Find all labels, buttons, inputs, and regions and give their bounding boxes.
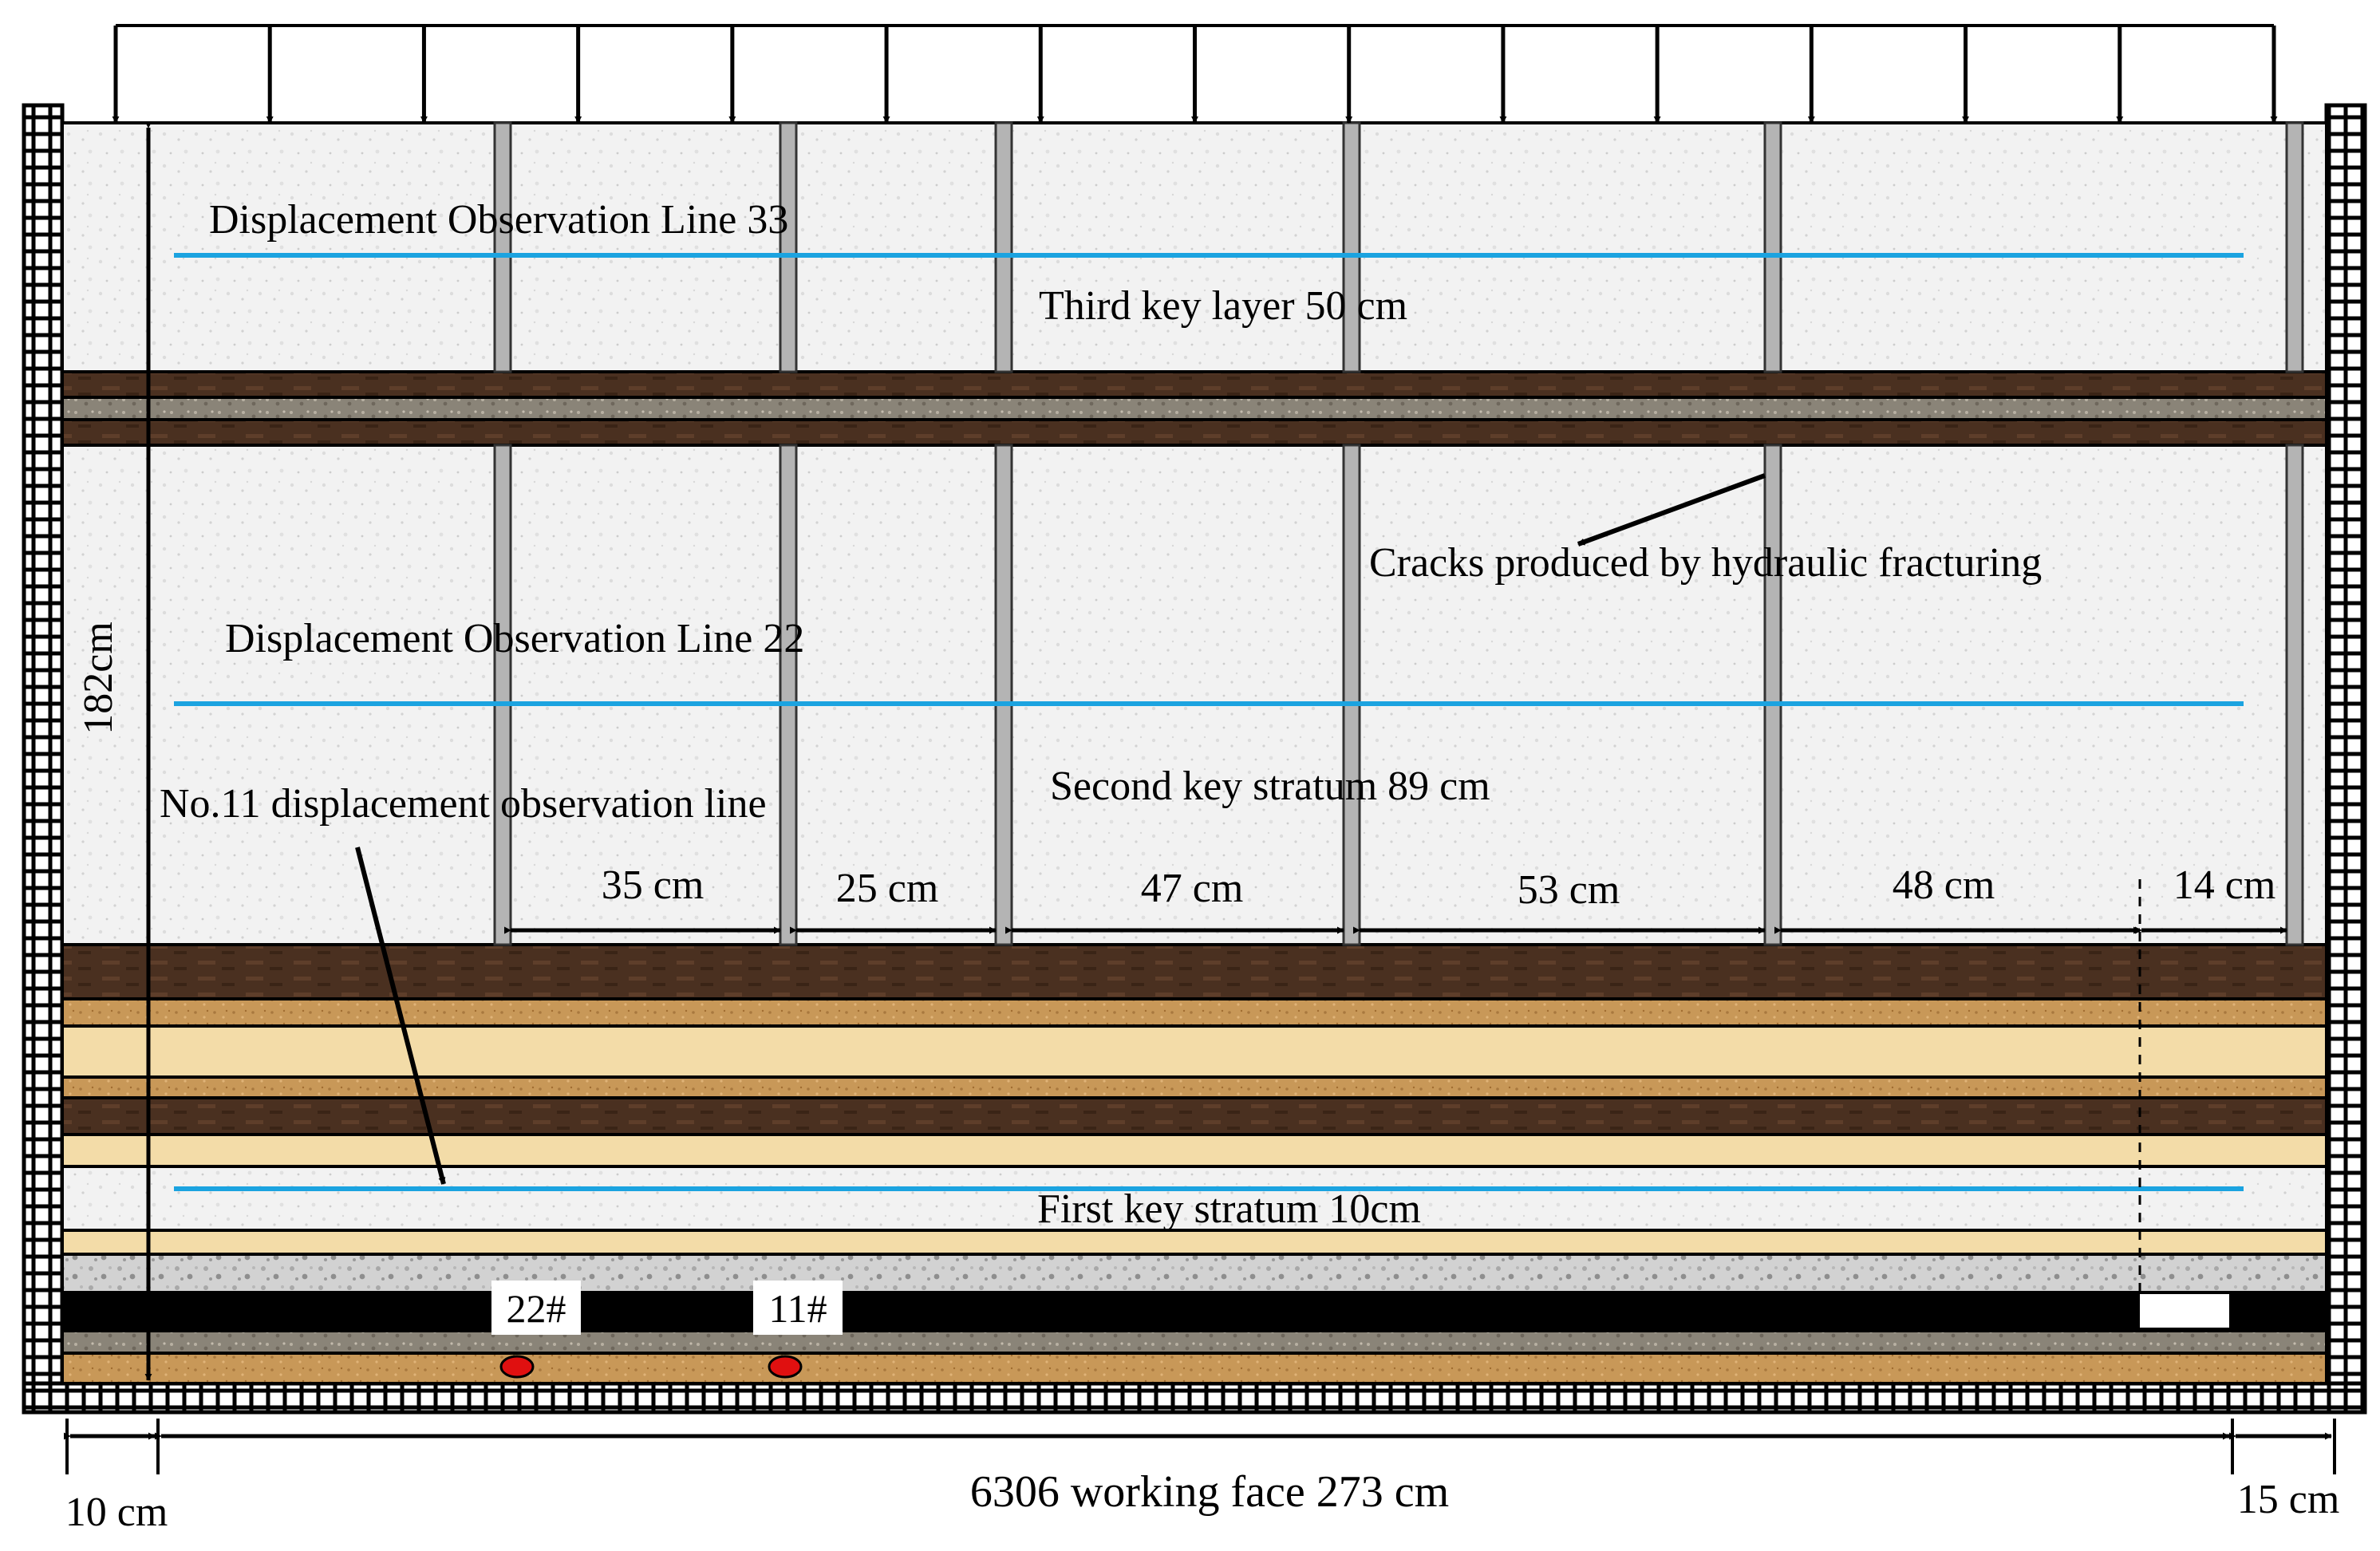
crack-lower-6 bbox=[2285, 444, 2304, 946]
observation-lines bbox=[174, 253, 2244, 1191]
working-face-cavity bbox=[2140, 1294, 2229, 1328]
borehole-22-point bbox=[499, 1355, 535, 1379]
upper-rock bbox=[61, 444, 2328, 946]
floor-layer-1 bbox=[61, 1329, 2328, 1355]
crack-upper-4 bbox=[1342, 121, 1361, 373]
spacing-label-1: 35 cm bbox=[602, 862, 705, 908]
borehole-markers: 22# 11# bbox=[491, 1281, 2229, 1379]
spacing-label-2: 25 cm bbox=[836, 866, 939, 911]
third-key-layer-middle bbox=[61, 396, 2328, 421]
spacing-label-4: 53 cm bbox=[1518, 867, 1620, 913]
rock-strata bbox=[61, 121, 2328, 1385]
crack-upper-5 bbox=[1763, 121, 1782, 373]
spacing-label-3: 47 cm bbox=[1141, 866, 1244, 911]
crack-upper-6 bbox=[2285, 121, 2304, 373]
line11-pointer-arrow bbox=[355, 847, 446, 1185]
frame-left bbox=[22, 103, 65, 1415]
fracture-cracks bbox=[493, 121, 2304, 946]
height-label: 182cm bbox=[76, 622, 121, 735]
crack-lower-2 bbox=[779, 444, 798, 946]
sandstone-layer-1 bbox=[61, 997, 2328, 1028]
crack-upper-1 bbox=[493, 121, 512, 373]
crack-upper-2 bbox=[779, 121, 798, 373]
third-key-layer-top bbox=[61, 370, 2328, 399]
cracks-pointer-arrow bbox=[1577, 473, 1766, 547]
first-key-stratum-lower bbox=[61, 1229, 2328, 1256]
borehole-22-box bbox=[491, 1281, 581, 1335]
borehole-11-point bbox=[768, 1355, 803, 1379]
overburden-rock bbox=[61, 121, 2328, 377]
borehole-11-box bbox=[753, 1281, 843, 1335]
spacing-label-5: 48 cm bbox=[1893, 862, 1995, 908]
diagram-labels: Displacement Observation Line 33 Third k… bbox=[65, 197, 2340, 1535]
frame-right bbox=[2324, 103, 2367, 1415]
mudstone-layer-2 bbox=[61, 1133, 2328, 1168]
observation-line-33-label: Displacement Observation Line 33 bbox=[209, 197, 788, 243]
first-key-stratum-label: First key stratum 10cm bbox=[1037, 1186, 1421, 1232]
coal-seam bbox=[61, 1291, 2328, 1332]
crack-lower-4 bbox=[1342, 444, 1361, 946]
borehole-22-label: 22# bbox=[507, 1286, 566, 1331]
third-key-layer-bottom bbox=[61, 418, 2328, 447]
immediate-roof bbox=[61, 1253, 2328, 1294]
observation-line-11-label: No.11 displacement observation line bbox=[160, 781, 767, 827]
right-margin-label: 15 cm bbox=[2237, 1477, 2340, 1522]
sandstone-layer-2 bbox=[61, 1075, 2328, 1099]
top-load-arrows bbox=[112, 24, 2278, 124]
spacing-label-6: 14 cm bbox=[2173, 862, 2276, 908]
borehole-11-label: 11# bbox=[768, 1286, 827, 1331]
floor-layer-2 bbox=[61, 1352, 2328, 1385]
second-key-stratum-label: Second key stratum 89 cm bbox=[1050, 764, 1490, 809]
crack-lower-1 bbox=[493, 444, 512, 946]
crack-lower-3 bbox=[994, 444, 1013, 946]
mudstone-layer-1 bbox=[61, 1024, 2328, 1079]
dimension-lines bbox=[63, 120, 2336, 1474]
working-face-label: 6306 working face 273 cm bbox=[970, 1467, 1449, 1517]
observation-line-22-label: Displacement Observation Line 22 bbox=[225, 616, 804, 661]
left-margin-label: 10 cm bbox=[65, 1490, 168, 1535]
frame-bottom bbox=[22, 1381, 2367, 1415]
second-key-stratum bbox=[61, 943, 2328, 1000]
dark-layer-1 bbox=[61, 1096, 2328, 1136]
cracks-label: Cracks produced by hydraulic fracturing bbox=[1369, 540, 2042, 586]
crack-lower-5 bbox=[1763, 444, 1782, 946]
crack-upper-3 bbox=[994, 121, 1013, 373]
third-key-layer-label: Third key layer 50 cm bbox=[1039, 283, 1407, 329]
